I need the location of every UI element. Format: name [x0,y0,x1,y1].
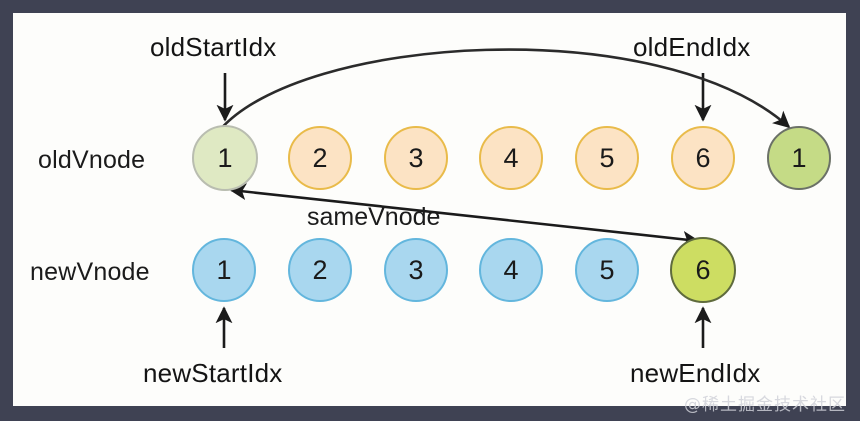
pointer-label-new-start-idx: newStartIdx [143,358,283,388]
watermark: @稀土掘金技术社区 [684,395,846,415]
old-node-3[interactable]: 3 [384,126,448,190]
old-node-2[interactable]: 2 [288,126,352,190]
new-node-3[interactable]: 3 [384,238,448,302]
row-label-new-vnode: newVnode [30,258,150,286]
new-node-4[interactable]: 4 [479,238,543,302]
old-node-6[interactable]: 6 [671,126,735,190]
new-node-6-matched[interactable]: 6 [670,237,736,303]
pointer-label-old-start-idx: oldStartIdx [150,32,277,62]
pointer-label-old-end-idx: oldEndIdx [633,32,751,62]
edge-label-same-vnode: sameVnode [307,203,441,231]
old-node-7-moved[interactable]: 1 [767,126,831,190]
new-node-1[interactable]: 1 [192,238,256,302]
old-node-4[interactable]: 4 [479,126,543,190]
old-node-1[interactable]: 1 [192,125,258,191]
pointer-label-new-end-idx: newEndIdx [630,358,761,388]
new-node-2[interactable]: 2 [288,238,352,302]
new-node-5[interactable]: 5 [575,238,639,302]
row-label-old-vnode: oldVnode [38,146,146,174]
old-node-5[interactable]: 5 [575,126,639,190]
